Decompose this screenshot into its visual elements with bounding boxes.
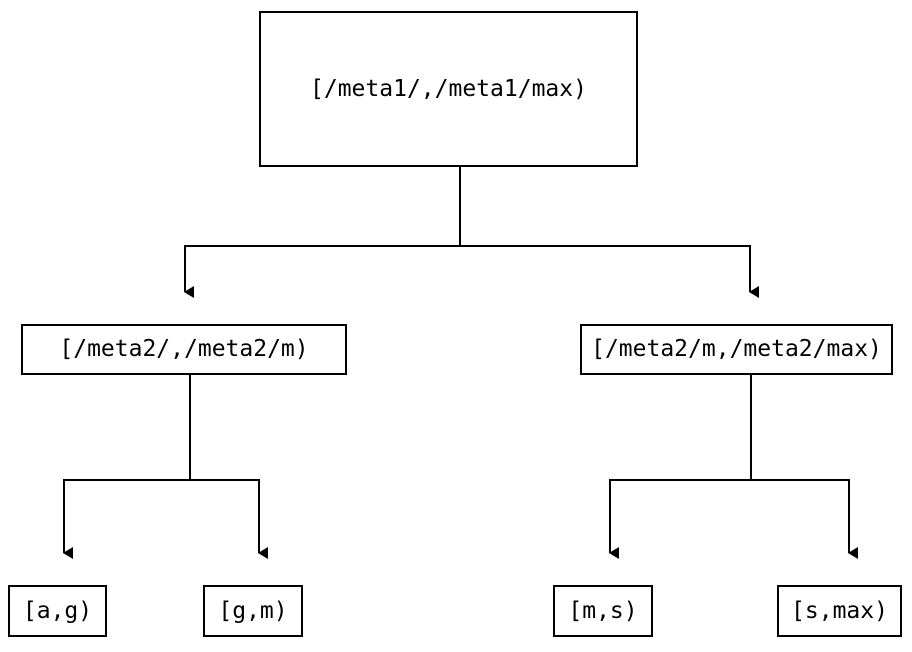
edge-mid-left-to-leaf-1	[63, 375, 191, 559]
edge-mid-right-to-leaf-4	[750, 375, 858, 559]
node-mid-right-label: [/meta2/m,/meta2/max)	[591, 336, 882, 362]
node-root: [/meta1/,/meta1/max)	[259, 11, 638, 167]
node-mid-right: [/meta2/m,/meta2/max)	[580, 324, 893, 375]
node-leaf-a-g: [a,g)	[8, 585, 107, 637]
node-mid-left: [/meta2/,/meta2/m)	[21, 324, 347, 375]
node-leaf-g-m-label: [g,m)	[218, 597, 288, 624]
node-leaf-m-s: [m,s)	[553, 585, 653, 637]
node-leaf-s-max-label: [s,max)	[791, 597, 888, 624]
edge-root-to-mid-left	[184, 167, 461, 298]
node-leaf-m-s-label: [m,s)	[568, 597, 638, 624]
edge-mid-right-to-leaf-3	[609, 375, 752, 559]
node-leaf-a-g-label: [a,g)	[22, 597, 93, 624]
node-leaf-g-m: [g,m)	[203, 585, 303, 637]
node-mid-left-label: [/meta2/,/meta2/m)	[59, 336, 309, 362]
edge-mid-left-to-leaf-2	[189, 375, 268, 559]
node-leaf-s-max: [s,max)	[777, 585, 902, 637]
edge-root-to-mid-right	[459, 167, 759, 298]
node-root-label: [/meta1/,/meta1/max)	[310, 75, 587, 102]
